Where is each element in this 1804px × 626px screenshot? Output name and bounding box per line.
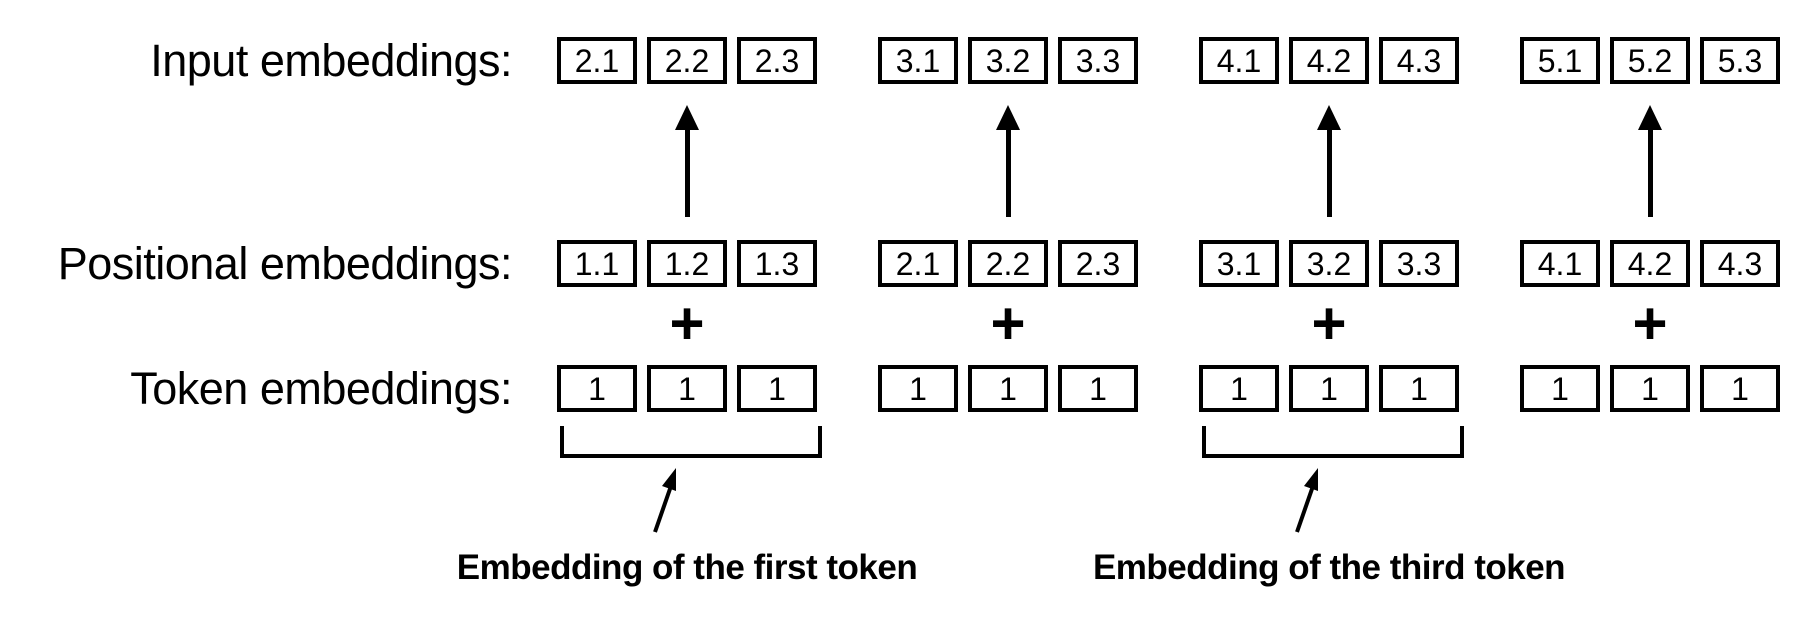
- positional-embeddings-label: Positional embeddings:: [57, 238, 513, 289]
- token-embedding-cell: 1: [878, 365, 958, 412]
- input-embedding-cell: 5.3: [1700, 37, 1780, 84]
- input-embedding-cell: 2.2: [647, 37, 727, 84]
- token-embedding-cell: 1: [1199, 365, 1279, 412]
- input-embedding-cell: 3.3: [1058, 37, 1138, 84]
- input-embedding-cell: 3.2: [968, 37, 1048, 84]
- positional-embedding-cell: 4.3: [1700, 240, 1780, 287]
- arrow-shaft: [1005, 130, 1011, 217]
- positional-embedding-cell: 4.2: [1610, 240, 1690, 287]
- arrowhead: [996, 105, 1020, 130]
- plus-icon: +: [990, 290, 1026, 357]
- up-arrow-icon: [674, 105, 700, 217]
- token-embedding-cell: 1: [1520, 365, 1600, 412]
- input-embeddings-label: Input embeddings:: [150, 35, 512, 86]
- positional-embedding-cell: 2.2: [968, 240, 1048, 287]
- input-embedding-cell: 4.2: [1289, 37, 1369, 84]
- input-embedding-cell: 2.1: [557, 37, 637, 84]
- positional-embedding-cell: 1.2: [647, 240, 727, 287]
- token-embedding-cell: 1: [1058, 365, 1138, 412]
- arrow-shaft: [684, 130, 690, 217]
- positional-embedding-cell: 3.3: [1379, 240, 1459, 287]
- plus-icon: +: [1311, 290, 1347, 357]
- positional-embedding-cell: 2.3: [1058, 240, 1138, 287]
- input-embedding-cell: 4.1: [1199, 37, 1279, 84]
- annotation-caption: Embedding of the third token: [1092, 548, 1566, 587]
- token-embedding-cell: 1: [1379, 365, 1459, 412]
- input-embedding-cell: 2.3: [737, 37, 817, 84]
- arrow-shaft: [1647, 130, 1653, 217]
- plus-icon: +: [669, 290, 705, 357]
- input-embedding-cell: 3.1: [878, 37, 958, 84]
- up-arrow-icon: [995, 105, 1021, 217]
- diagonal-arrow-icon: [1295, 468, 1318, 533]
- positional-embedding-cell: 1.1: [557, 240, 637, 287]
- annotation-caption: Embedding of the first token: [456, 548, 918, 587]
- token-embedding-cell: 1: [557, 365, 637, 412]
- diagonal-arrow-icon: [653, 468, 676, 533]
- positional-embedding-cell: 1.3: [737, 240, 817, 287]
- arrow-shaft: [1326, 130, 1332, 217]
- positional-embedding-cell: 3.2: [1289, 240, 1369, 287]
- token-embedding-cell: 1: [968, 365, 1048, 412]
- up-arrow-icon: [1316, 105, 1342, 217]
- bracket-underline: [1202, 426, 1464, 458]
- arrowhead: [675, 105, 699, 130]
- positional-embedding-cell: 2.1: [878, 240, 958, 287]
- token-embedding-cell: 1: [1700, 365, 1780, 412]
- bracket-underline: [560, 426, 822, 458]
- input-embedding-cell: 5.1: [1520, 37, 1600, 84]
- token-embedding-cell: 1: [1289, 365, 1369, 412]
- up-arrow-icon: [1637, 105, 1663, 217]
- arrowhead: [1317, 105, 1341, 130]
- token-embedding-cell: 1: [737, 365, 817, 412]
- token-embeddings-label: Token embeddings:: [130, 363, 512, 414]
- input-embedding-cell: 5.2: [1610, 37, 1690, 84]
- plus-icon: +: [1632, 290, 1668, 357]
- arrowhead: [1638, 105, 1662, 130]
- positional-embedding-cell: 4.1: [1520, 240, 1600, 287]
- token-embedding-cell: 1: [647, 365, 727, 412]
- token-embedding-cell: 1: [1610, 365, 1690, 412]
- positional-embedding-cell: 3.1: [1199, 240, 1279, 287]
- input-embedding-cell: 4.3: [1379, 37, 1459, 84]
